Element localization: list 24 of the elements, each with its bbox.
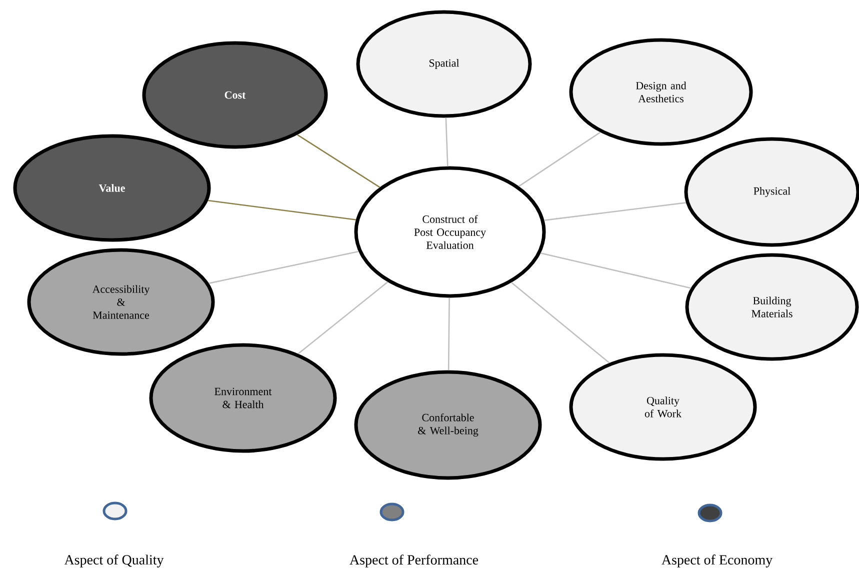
connector-line <box>511 282 610 364</box>
ellipse-node: Value <box>13 134 211 242</box>
connector-line <box>445 118 448 166</box>
connector-line <box>297 134 380 188</box>
connector-line <box>208 200 356 220</box>
ellipse-node: Construct of Post Occupancy Evaluation <box>354 166 546 298</box>
ellipse-node: Building Materials <box>685 253 859 361</box>
legend-label: Aspect of Quality <box>64 554 164 568</box>
connector-line <box>208 250 359 284</box>
ellipse-node: Accessibility & Maintenance <box>27 248 215 356</box>
connector-line <box>544 202 686 221</box>
connector-line <box>448 298 450 370</box>
ellipse-node: Design and Aesthetics <box>569 38 753 146</box>
connector-line <box>298 281 388 354</box>
connector-line <box>540 252 691 289</box>
ellipse-node: Confortable & Well-being <box>354 370 542 480</box>
ellipse-node: Physical <box>684 137 859 247</box>
ellipse-node: Quality of Work <box>569 353 757 461</box>
ellipse-node: Cost <box>142 41 328 149</box>
legend-label: Aspect of Economy <box>662 554 773 568</box>
ellipse-node: Spatial <box>356 10 532 118</box>
connector-line <box>518 132 601 187</box>
legend-label: Aspect of Performance <box>350 554 478 568</box>
ellipse-node: Environment & Health <box>149 343 337 453</box>
